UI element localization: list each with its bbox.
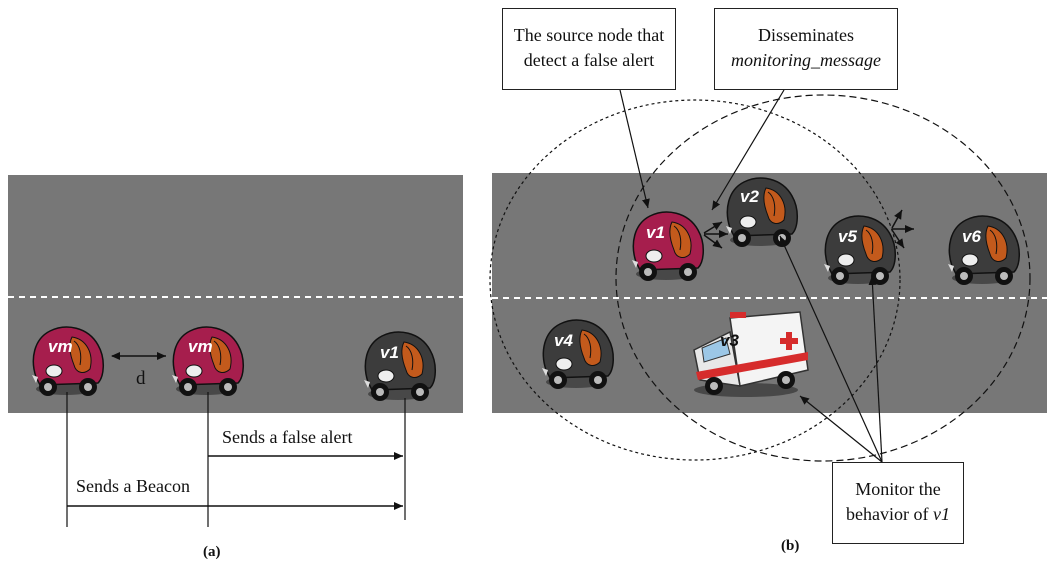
vehicle-label: v4	[554, 331, 573, 350]
vehicle-label: vm	[188, 337, 213, 356]
vehicle-label: v6	[962, 227, 981, 246]
distance-label: d	[136, 368, 146, 389]
vehicle-label: v1	[380, 343, 399, 362]
vehicle-label: v2	[740, 187, 759, 206]
monitor-line-2: behavior of v1	[833, 502, 963, 527]
source-line-1: The source node that	[513, 25, 665, 45]
monitor-callout: Monitor the behavior of v1	[832, 462, 964, 544]
malicious-car-vm-2: vm	[171, 326, 245, 397]
vehicle-label: v3	[720, 331, 739, 350]
vehicle-label: v5	[838, 227, 857, 246]
source-line-2: detect a false alert	[523, 50, 655, 70]
ambulance-v3: v3	[693, 311, 809, 397]
v5-signal-arrows	[891, 209, 914, 249]
car-v1-a: v1	[363, 331, 437, 402]
monitor-line-2-text: behavior of	[846, 504, 929, 524]
malicious-car-v1: v1	[631, 211, 705, 282]
caption-a: (a)	[203, 544, 221, 560]
car-v5: v5	[823, 215, 897, 286]
disseminates-callout: Disseminates monitoring_message	[714, 8, 898, 90]
monitor-pointer-v2	[779, 235, 883, 463]
source-pointer	[619, 89, 650, 209]
monitor-pointer-v3	[799, 395, 883, 463]
range-circle-v2	[615, 94, 1031, 462]
caption-b: (b)	[781, 538, 800, 554]
malicious-car-vm-1: vm	[31, 326, 105, 397]
range-circle-v1	[489, 99, 901, 461]
beacon-label: Sends a Beacon	[76, 476, 190, 496]
monitor-line-1: Monitor the	[855, 479, 941, 499]
disseminates-line-1: Disseminates	[758, 25, 854, 45]
false-alert-label: Sends a false alert	[222, 427, 353, 447]
monitor-line-2-italic: v1	[932, 504, 950, 524]
monitor-pointer-v5	[868, 275, 883, 463]
car-v2: v2	[725, 177, 799, 248]
disseminate-pointer	[711, 89, 785, 211]
vehicle-label: vm	[48, 337, 73, 356]
disseminates-line-2: monitoring_message	[731, 50, 881, 70]
car-v4: v4	[541, 319, 615, 390]
v1-signal-arrows	[703, 221, 728, 249]
vehicle-label: v1	[646, 223, 665, 242]
car-v6: v6	[947, 215, 1021, 286]
source-node-callout: The source node that detect a false aler…	[502, 8, 676, 90]
